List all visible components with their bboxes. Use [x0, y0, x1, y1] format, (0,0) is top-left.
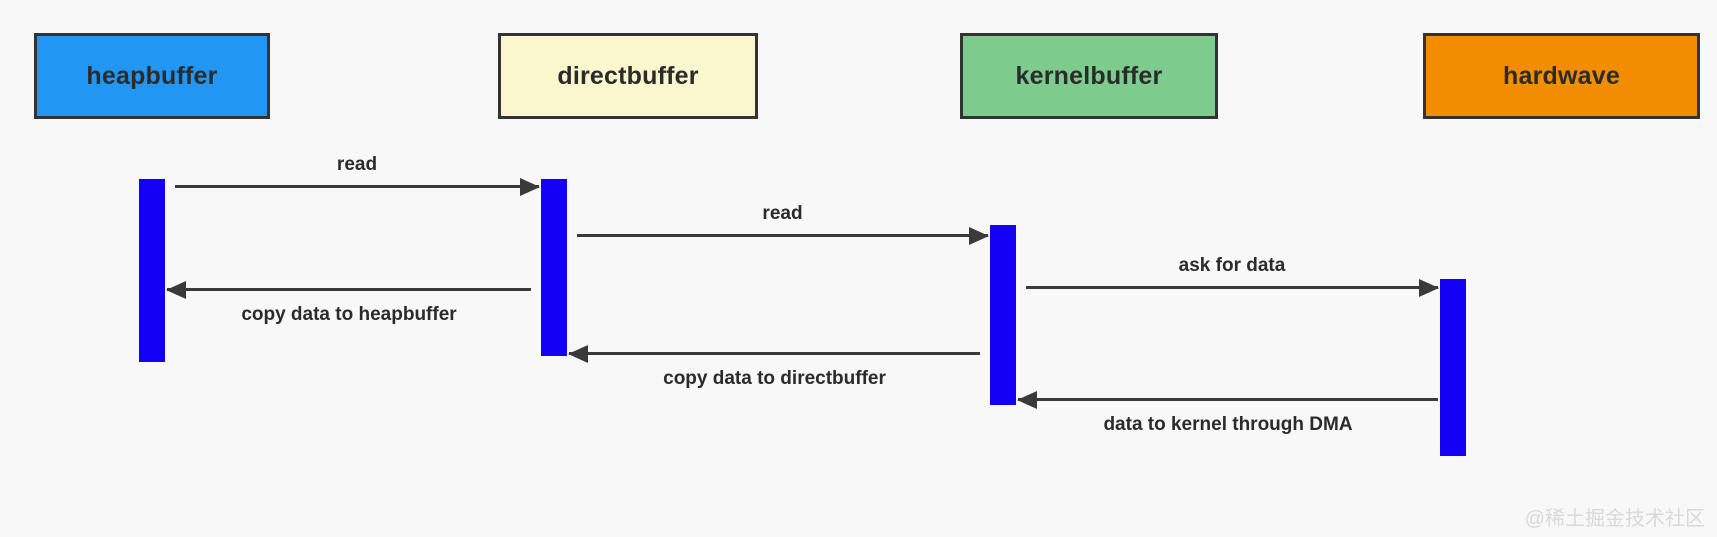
activation-bar-kernelbuffer	[990, 225, 1016, 405]
participant-label-directbuffer: directbuffer	[557, 61, 699, 90]
message-label-msg-read-1: read	[336, 154, 378, 175]
arrowhead-left-icon	[1017, 391, 1037, 409]
participant-box-hardwave[interactable]: hardwave	[1423, 33, 1700, 119]
participant-box-heapbuffer[interactable]: heapbuffer	[34, 33, 270, 119]
message-line	[1018, 398, 1438, 401]
watermark: @稀土掘金技术社区	[1524, 508, 1705, 530]
message-label-msg-copy-heap: copy data to heapbuffer	[241, 304, 457, 325]
message-line	[167, 288, 531, 291]
participant-box-kernelbuffer[interactable]: kernelbuffer	[960, 33, 1218, 119]
arrowhead-left-icon	[568, 345, 588, 363]
participant-box-directbuffer[interactable]: directbuffer	[498, 33, 758, 119]
participant-label-kernelbuffer: kernelbuffer	[1015, 61, 1163, 90]
activation-bar-directbuffer	[541, 179, 567, 356]
activation-bar-hardwave	[1440, 279, 1466, 456]
message-line	[1026, 286, 1438, 289]
message-label-msg-dma: data to kernel through DMA	[1103, 414, 1353, 435]
participant-label-hardwave: hardwave	[1503, 61, 1620, 90]
arrowhead-left-icon	[166, 281, 186, 299]
activation-bar-heapbuffer	[139, 179, 165, 362]
message-line	[569, 352, 980, 355]
participant-label-heapbuffer: heapbuffer	[86, 61, 218, 90]
message-label-msg-ask-for-data: ask for data	[1178, 255, 1286, 276]
message-line	[175, 185, 539, 188]
message-label-msg-read-2: read	[762, 203, 803, 224]
arrowhead-right-icon	[1419, 279, 1439, 297]
message-label-msg-copy-direct: copy data to directbuffer	[663, 368, 886, 389]
arrowhead-right-icon	[969, 227, 989, 245]
message-line	[577, 234, 988, 237]
arrowhead-right-icon	[520, 178, 540, 196]
